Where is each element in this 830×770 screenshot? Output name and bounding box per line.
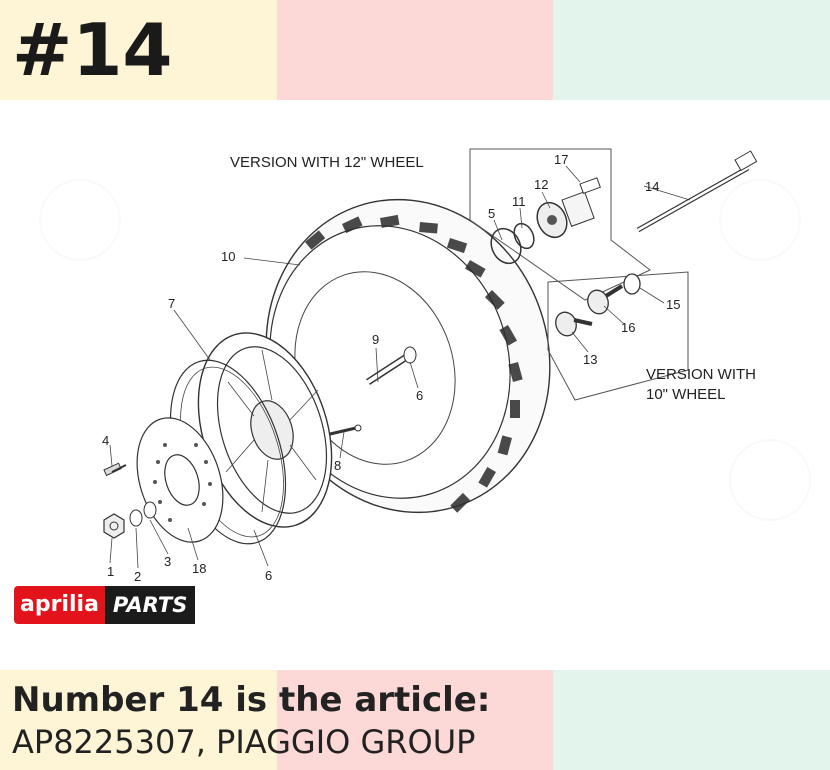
callout-17: 17 — [554, 152, 568, 167]
watermark-pattern — [39, 179, 811, 521]
callout-1: 1 — [107, 564, 114, 579]
band-segment-yellow — [0, 0, 277, 100]
callout-14: 14 — [645, 179, 659, 194]
logo-parts: PARTS — [104, 586, 196, 624]
callout-8: 8 — [334, 458, 341, 473]
logo-brand: aprilia — [14, 586, 105, 624]
version-10-inch-label-line2: 10" WHEEL — [646, 386, 726, 403]
callout-2: 2 — [134, 569, 141, 584]
brake-disc — [136, 417, 224, 543]
callout-15: 15 — [666, 297, 680, 312]
callout-10: 10 — [221, 249, 235, 264]
callout-11: 11 — [512, 194, 526, 209]
header-color-band — [0, 0, 830, 100]
callout-4: 4 — [102, 433, 109, 448]
rim — [197, 332, 333, 528]
callout-6-disc-side: 6 — [265, 568, 272, 583]
wheel-exploded-diagram: VERSION WITH 12" WHEEL VERSION WITH 10" … — [39, 148, 811, 584]
version-12-inch-label: VERSION WITH 12" WHEEL — [230, 154, 424, 171]
footer-color-band — [0, 670, 830, 770]
aprilia-parts-logo: aprilia PARTS — [14, 586, 196, 624]
band-segment-green — [553, 0, 830, 100]
box-12-inch-parts — [469, 148, 651, 301]
callout-16: 16 — [621, 320, 635, 335]
callout-3: 3 — [164, 554, 171, 569]
callout-12: 12 — [534, 177, 548, 192]
band-segment-pink — [276, 670, 554, 770]
hardware-nut-washers — [103, 462, 157, 539]
callout-leaders — [109, 165, 691, 569]
box-10-inch-parts — [547, 271, 689, 401]
callout-13: 13 — [583, 352, 597, 367]
axle — [636, 150, 758, 233]
spacer-bearing-valve — [329, 346, 417, 436]
article-code: AP8225307, PIAGGIO GROUP — [12, 723, 476, 761]
band-segment-green — [553, 670, 830, 770]
callout-5: 5 — [488, 206, 495, 221]
callout-9: 9 — [372, 332, 379, 347]
band-segment-pink — [276, 0, 554, 100]
callout-7: 7 — [168, 296, 175, 311]
version-10-inch-label-line1: VERSION WITH — [646, 366, 756, 383]
page-title: #14 — [12, 8, 173, 92]
band-segment-yellow — [0, 670, 277, 770]
article-caption-heading: Number 14 is the article: — [12, 680, 491, 720]
callout-6-bearing: 6 — [416, 388, 423, 403]
callout-18: 18 — [192, 561, 206, 576]
